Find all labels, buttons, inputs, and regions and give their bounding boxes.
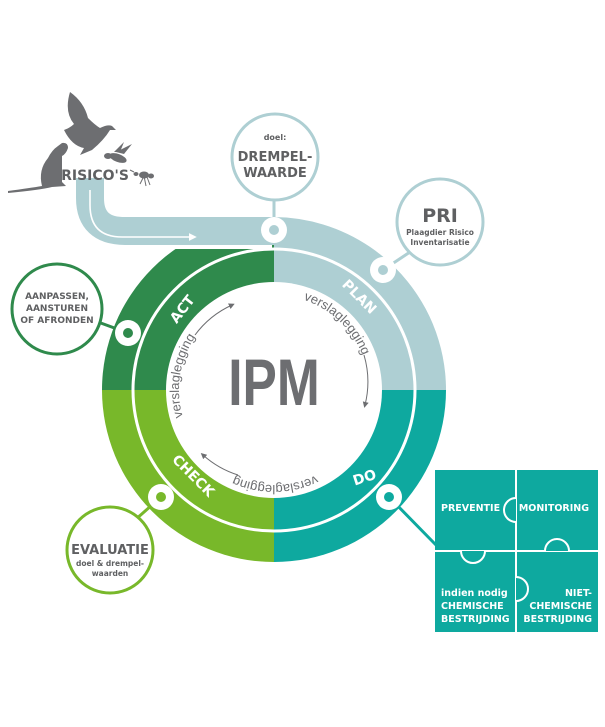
node-threshold [261, 217, 287, 243]
pri-title: PRI [422, 205, 458, 227]
node-act [115, 320, 141, 346]
node-check [148, 484, 174, 510]
node-do [376, 484, 402, 510]
puzzle-chemical-line2: CHEMISCHE [441, 601, 504, 612]
cycle-arrow-top [194, 303, 235, 336]
adjust-line1: AANPASSEN, [25, 292, 89, 302]
pigeon-icon [64, 92, 116, 155]
risk-pipe [76, 178, 433, 336]
threshold-line1: DREMPEL- [238, 150, 313, 165]
puzzle-chemical-line3: BESTRIJDING [441, 614, 510, 625]
pri-line1: Plaagdier Risico [406, 228, 474, 237]
center-disc [166, 282, 382, 498]
evaluation-line1: doel & drempel- [76, 559, 144, 568]
rat-icon [8, 142, 68, 193]
puzzle-nonchemical-line3: BESTRIJDING [523, 614, 592, 625]
center-title: IPM [228, 345, 320, 420]
threshold-small: doel: [264, 133, 287, 142]
adjust-line2: AANSTUREN [26, 304, 88, 314]
risks-label: RISICO'S [61, 168, 129, 184]
callout-evaluation: EVALUATIE doel & drempel- waarden [65, 505, 155, 595]
ring-divider [131, 247, 417, 533]
pri-line2: Inventarisatie [410, 238, 469, 247]
flow-arrow [89, 190, 197, 241]
evaluation-line2: waarden [92, 569, 129, 578]
phase-do: DO [351, 467, 378, 490]
puzzle-nonchemical-line2: CHEMISCHE [529, 601, 592, 612]
threshold-line2: WAARDE [243, 166, 307, 181]
callout-pri: PRI Plaagdier Risico Inventarisatie [395, 177, 485, 267]
callout-threshold: doel: DREMPEL- WAARDE [230, 112, 320, 202]
cycle-arrow-bottom [200, 452, 239, 476]
puzzle-nonchemical-line1: NIET- [565, 588, 592, 599]
evaluation-title: EVALUATIE [71, 543, 149, 558]
adjust-line3: OF AFRONDEN [20, 316, 93, 326]
puzzle-chemical-line1: indien nodig [441, 588, 508, 599]
risks-group [8, 92, 154, 193]
measures-puzzle: PREVENTIE MONITORING indien nodig CHEMIS… [435, 470, 598, 632]
ant-icon [129, 169, 154, 187]
cycle-arrow-right [362, 354, 369, 408]
wasp-icon [104, 142, 132, 163]
callout-adjust: AANPASSEN, AANSTUREN OF AFRONDEN [10, 262, 104, 356]
puzzle-prevention: PREVENTIE [441, 503, 500, 514]
puzzle-monitoring: MONITORING [519, 503, 589, 514]
node-pri [370, 257, 396, 283]
